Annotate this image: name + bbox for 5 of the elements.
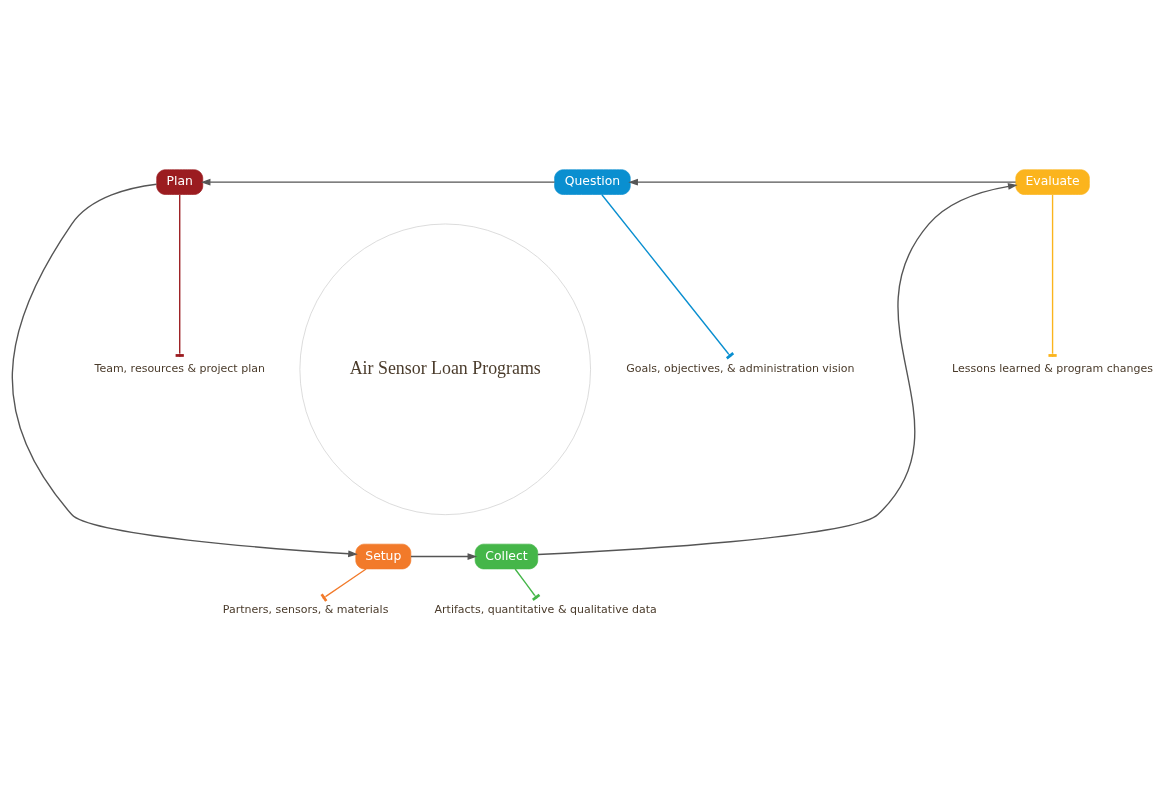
node-text: Artifacts, quantitative & qualitative data	[434, 602, 657, 616]
node-text: Goals, objectives, & administration vision	[626, 361, 855, 375]
node-text: Team, resources & project plan	[94, 361, 265, 375]
node-text: Lessons learned & program changes	[952, 361, 1154, 375]
node-text: Partners, sensors, & materials	[222, 602, 389, 616]
